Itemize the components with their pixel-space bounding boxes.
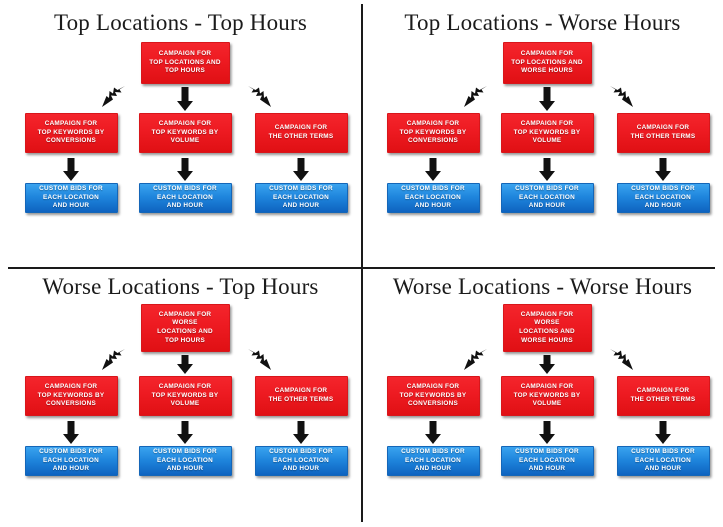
arrow-root-to-left — [100, 85, 126, 109]
arrow-root-to-right — [247, 348, 273, 372]
arrow-root-to-left — [462, 348, 488, 372]
quadrant-title-top-locations-top-hours: Top Locations - Top Hours — [53, 10, 308, 35]
arrow-root-to-right — [609, 348, 635, 372]
quadrant-title-worse-locations-top-hours: Worse Locations - Top Hours — [42, 274, 319, 299]
horizontal-divider — [8, 267, 715, 269]
vertical-divider — [361, 4, 363, 522]
arrow-root-to-right — [247, 85, 273, 109]
arrow-root-to-right — [609, 85, 635, 109]
arrow-root-to-left — [462, 85, 488, 109]
arrow-root-to-left — [100, 348, 126, 372]
quadrant-title-worse-locations-worse-hours: Worse Locations - Worse Hours — [392, 274, 693, 299]
quadrant-title-top-locations-worse-hours: Top Locations - Worse Hours — [404, 10, 681, 35]
